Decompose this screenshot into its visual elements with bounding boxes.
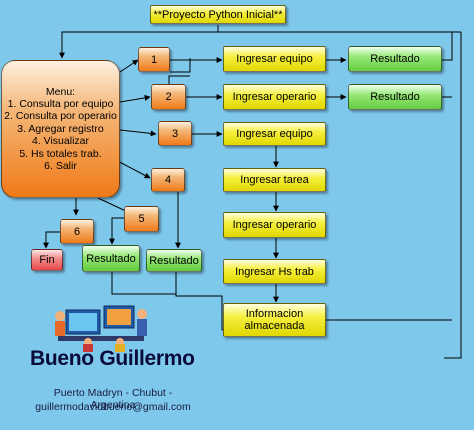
option-5-node: 5: [124, 206, 159, 232]
result-option-5: Resultado: [82, 245, 140, 272]
result-option-1: Resultado: [348, 46, 442, 72]
option-4-node: 4: [151, 168, 185, 192]
informacion-line-1: Informacion: [245, 308, 304, 320]
informacion-line-2: almacenada: [244, 320, 305, 332]
option-1-node: 1: [138, 47, 170, 72]
step-ingresar-hs-trab: Ingresar Hs trab: [223, 259, 326, 284]
step-informacion-almacenada: Informacion almacenada: [223, 303, 326, 337]
step-ingresar-tarea: Ingresar tarea: [223, 168, 326, 192]
menu-item-2: 2. Consulta por operario: [4, 110, 117, 123]
author-email: guillermodavidbueno@gmail.com: [35, 401, 191, 413]
menu-item-4: 4. Visualizar: [31, 135, 89, 148]
menu-node: Menu: 1. Consulta por equipo 2. Consulta…: [1, 60, 120, 198]
author-name: Bueno Guillermo: [30, 347, 195, 370]
menu-item-5: 5. Hs totales trab.: [19, 147, 102, 160]
option-2-node: 2: [151, 84, 186, 110]
menu-item-6: 6. Salir: [44, 160, 77, 173]
author-location: Puerto Madryn - Chubut - Argentina: [53, 387, 173, 411]
step-ingresar-equipo-1: Ingresar equipo: [223, 46, 326, 72]
result-option-4: Resultado: [146, 249, 202, 272]
step-ingresar-operario-2: Ingresar operario: [223, 84, 326, 110]
option-6-node: 6: [60, 219, 94, 244]
end-node: Fin: [31, 249, 63, 271]
result-option-2: Resultado: [348, 84, 442, 110]
developers-illustration: [55, 305, 147, 352]
menu-item-1: 1. Consulta por equipo: [7, 97, 114, 110]
step-ingresar-operario-3: Ingresar operario: [223, 212, 326, 238]
step-ingresar-equipo-3: Ingresar equipo: [223, 122, 326, 146]
project-title: **Proyecto Python Inicial**: [150, 5, 286, 24]
menu-item-3: 3. Agregar registro: [17, 122, 104, 135]
option-3-node: 3: [158, 121, 192, 146]
menu-heading: Menu:: [45, 85, 76, 98]
